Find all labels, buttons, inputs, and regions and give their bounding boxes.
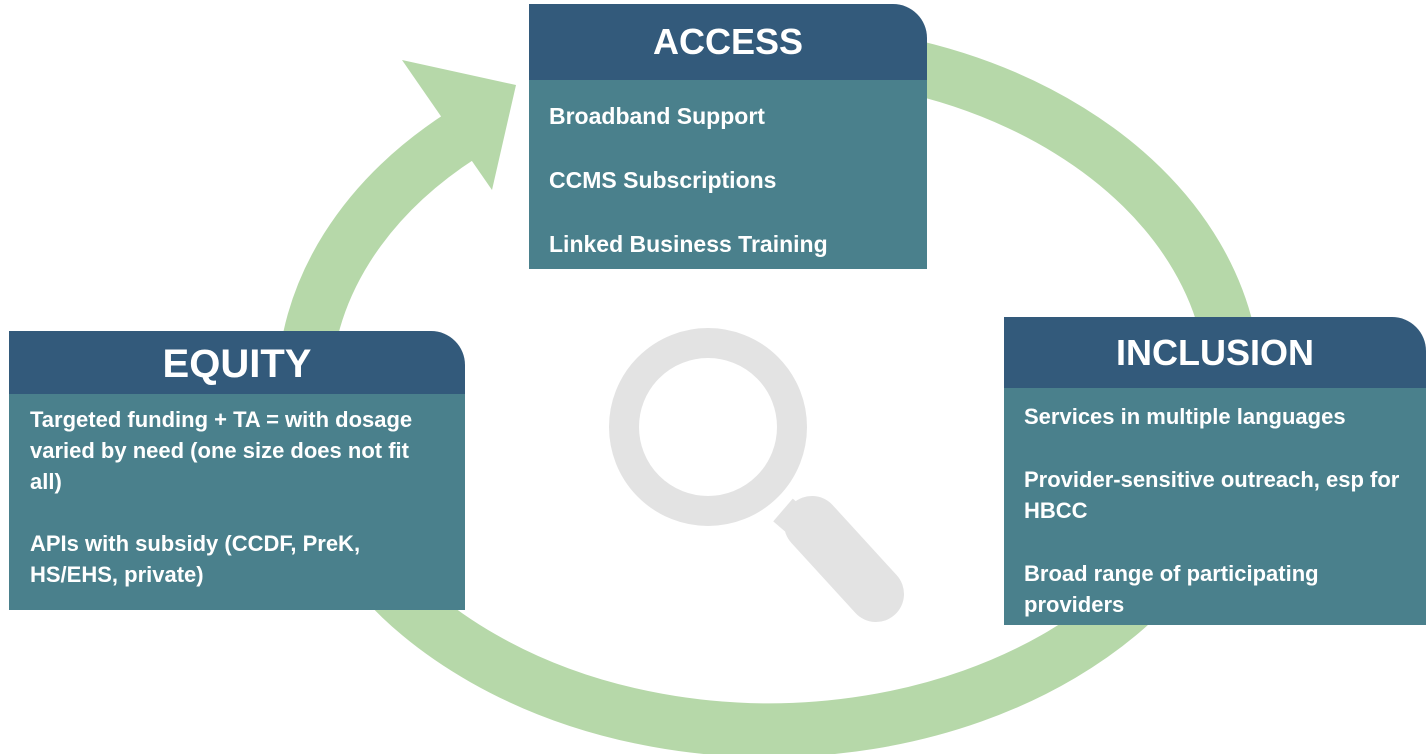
access-card: ACCESS Broadband Support CCMS Subscripti… — [529, 4, 927, 269]
equity-item-apis-subsidy: APIs with subsidy (CCDF, PreK, HS/EHS, p… — [30, 531, 361, 587]
access-title: ACCESS — [529, 4, 927, 80]
access-item-training: Linked Business Training — [549, 231, 828, 257]
inclusion-item-outreach: Provider-sensitive outreach, esp for HBC… — [1024, 467, 1400, 523]
equity-card: EQUITY Targeted funding + TA = with dosa… — [9, 331, 465, 610]
magnifying-glass-icon — [609, 328, 904, 622]
equity-list: Targeted funding + TA = with dosage vari… — [9, 394, 465, 610]
equity-item-targeted-funding: Targeted funding + TA = with dosage vari… — [30, 407, 413, 494]
access-item-ccms: CCMS Subscriptions — [549, 167, 777, 193]
inclusion-item-providers: Broad range of participating providers — [1024, 561, 1319, 617]
inclusion-list: Services in multiple languages Provider-… — [1004, 388, 1426, 625]
inclusion-title: INCLUSION — [1004, 317, 1426, 388]
access-item-broadband: Broadband Support — [549, 103, 765, 129]
cycle-arrowhead — [402, 60, 516, 190]
inclusion-item-languages: Services in multiple languages — [1024, 404, 1346, 429]
equity-title: EQUITY — [9, 331, 465, 394]
access-list: Broadband Support CCMS Subscriptions Lin… — [529, 80, 927, 269]
inclusion-card: INCLUSION Services in multiple languages… — [1004, 317, 1426, 625]
